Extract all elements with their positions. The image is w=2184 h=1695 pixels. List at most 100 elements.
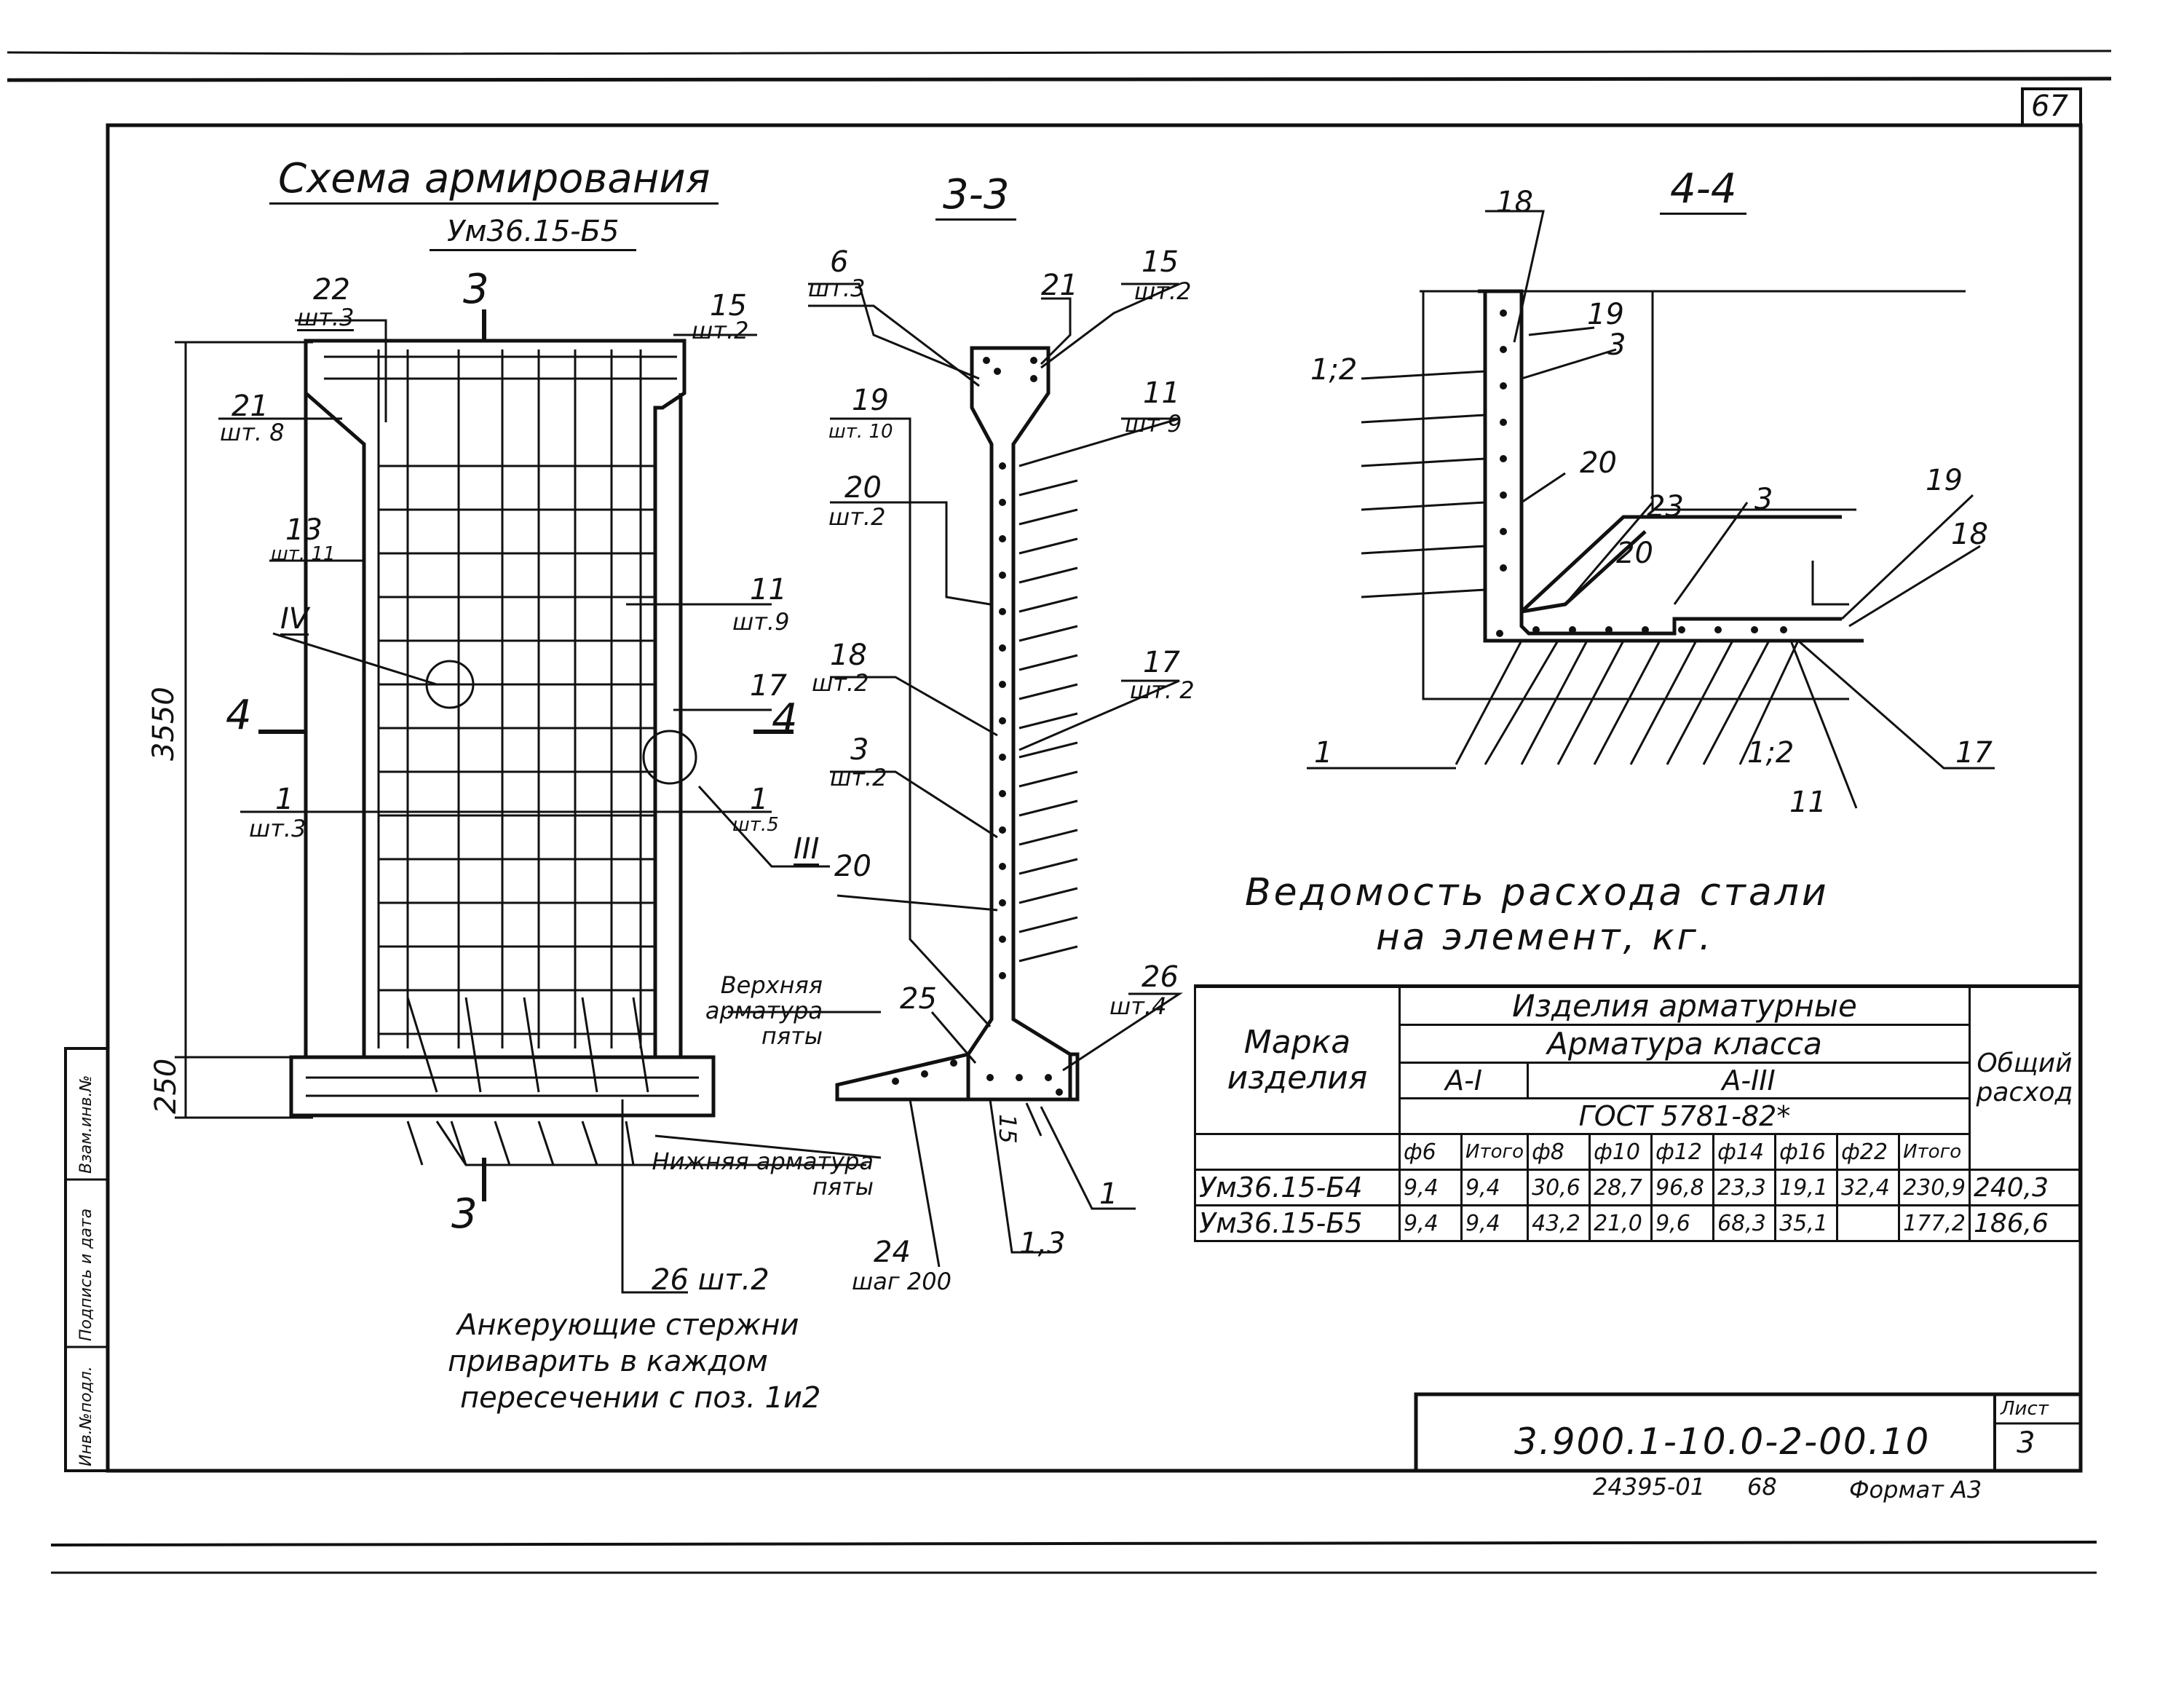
cell: 35,1 [1774,1204,1839,1242]
s33-label-11: 11 [1143,376,1180,410]
s33-label-19-qty: шт. 10 [828,421,893,443]
note-line-3: пересечении с поз. 1и2 [460,1381,821,1415]
s33-label-17: 17 [1143,646,1180,679]
header-class: Арматура класса [1398,1024,1971,1064]
header-aiii: А-III [1527,1062,1971,1099]
col-total-ai: Итого [1460,1133,1530,1171]
label-1b: 1 [750,783,769,816]
cell: 30,6 [1527,1169,1591,1206]
s33-label-6-qty: шт.3 [808,274,866,302]
section-4-4-lines [1307,210,1995,809]
cell: 68,3 [1712,1204,1777,1242]
s44-label-20b: 20 [1616,537,1653,570]
s33-label-18-qty: шт.2 [812,669,869,697]
sheet-number-box [2021,87,2082,127]
cell: 9,4 [1398,1204,1463,1242]
steel-table: Марка изделия Изделия арматурные Общий р… [1194,986,2081,1242]
col-f8: ф8 [1527,1133,1591,1171]
label-1a-qty: шт.3 [249,815,306,842]
cell: 230,9 [1898,1169,1971,1206]
label-15: 15 [710,289,747,323]
s33-label-3: 3 [850,733,869,767]
s44-label-20: 20 [1580,446,1617,480]
s44-label-19b: 19 [1926,464,1963,497]
cell: 32,4 [1836,1169,1901,1206]
s44-label-3: 3 [1607,328,1626,362]
s33-label-20-qty: шт.2 [828,503,886,531]
label-III: III [794,832,820,866]
cell: 9,4 [1398,1169,1463,1206]
s33-label-1-3: 1,3 [1019,1227,1066,1260]
section-3-3-leaders [808,282,1184,1268]
s33-label-26: 26 [1142,960,1179,994]
document-code: 3.900.1-10.0-2-00.10 [1514,1421,1931,1463]
s44-label-3b: 3 [1754,483,1773,516]
label-15-qty: шт.2 [692,317,749,344]
label-lower-rebar: Нижняя арматура пяты [652,1147,874,1201]
s33-label-20: 20 [844,471,882,505]
label-21-qty: шт. 8 [220,419,285,446]
scheme-rebar [306,349,699,1166]
section-3-3-outline [835,346,1080,1102]
frame [106,123,2083,1473]
label-IV: IV [280,602,309,636]
section-4-4-outline [1478,289,1864,643]
s44-label-18: 18 [1496,186,1533,219]
section-mark-4-right: 4 [772,695,798,743]
dim-base: 250 [149,1058,183,1114]
s44-label-19: 19 [1587,298,1624,331]
sheet-no: 3 [2017,1426,2035,1460]
col-f10: ф10 [1588,1133,1653,1171]
header-blank [1194,1134,1401,1171]
header-gost: ГОСТ 5781-82* [1398,1097,1971,1135]
label-21: 21 [232,390,269,423]
cell: 28,7 [1588,1169,1653,1206]
s44-label-11: 11 [1789,786,1827,819]
s33-label-25: 25 [900,982,937,1016]
section-mark-bottom: 3 [451,1190,478,1238]
s33-label-19: 19 [852,384,889,417]
col-total-aiii: Итого [1898,1133,1971,1171]
col-f22: ф22 [1836,1133,1901,1171]
s33-label-3-qty: шт.2 [830,764,887,791]
cell: 43,2 [1527,1204,1591,1242]
page-number: 68 [1747,1473,1777,1501]
s33-label-15b: 15 [994,1114,1021,1144]
label-22-qty: шт.3 [297,304,355,331]
s33-label-15: 15 [1142,245,1179,279]
label-17: 17 [750,669,787,703]
s33-label-24-qty: шаг 200 [852,1268,951,1295]
label-11-qty: шт.9 [732,608,790,636]
label-upper-rebar: Верхняя арматура пяты [705,971,823,1051]
s33-label-21: 21 [1041,269,1078,302]
label-11: 11 [750,573,787,607]
row-total: 186,6 [1968,1204,2081,1242]
s33-label-1: 1 [1099,1177,1118,1211]
cell: 9,6 [1650,1204,1715,1242]
s33-label-15-qty: шт.2 [1134,277,1192,305]
cell [1836,1204,1901,1242]
row-mark: Ум36.15-Б5 [1194,1204,1401,1242]
sheet-number: 67 [2031,90,2068,123]
s44-label-23: 23 [1647,490,1684,523]
s33-label-24: 24 [874,1236,911,1269]
table-row: Ум36.15-Б5 9,4 9,4 43,2 21,0 9,6 68,3 35… [1194,1204,2081,1242]
section-mark-4-left: 4 [226,692,252,739]
section-3-3-dots [892,357,1063,1096]
section-4-4-title: 4-4 [1660,169,1747,215]
col-f16: ф16 [1774,1133,1839,1171]
scheme-subtitle: Ум36.15-Б5 [430,217,637,251]
steel-table-title-1: Ведомость расхода стали [1245,871,1829,914]
label-1a: 1 [275,783,294,816]
col-f12: ф12 [1650,1133,1715,1171]
row-total: 240,3 [1968,1169,2081,1206]
table-row: Ум36.15-Б4 9,4 9,4 30,6 28,7 96,8 23,3 1… [1194,1169,2081,1206]
stamp-signature: Подпись и дата [77,1208,95,1341]
s44-label-17: 17 [1955,736,1993,770]
row-mark: Ум36.15-Б4 [1194,1169,1401,1206]
s33-label-11-qty: шт 9 [1125,410,1182,438]
s44-label-1-2: 1;2 [1310,353,1358,387]
format-label: Формат А3 [1849,1476,1982,1504]
stamp-inv: Инв.№подл. [77,1366,95,1466]
